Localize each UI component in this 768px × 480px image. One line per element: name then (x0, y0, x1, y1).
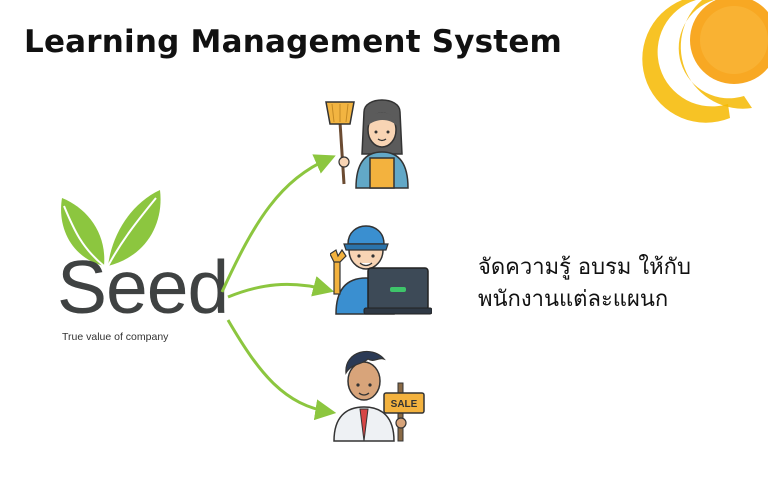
page-title: Learning Management System (24, 24, 563, 60)
description-text: จัดความรู้ อบรม ให้กับ พนักงานแต่ละแผนก (478, 252, 691, 316)
description-line-2: พนักงานแต่ละแผนก (478, 287, 669, 312)
cleaner-woman-icon (325, 99, 409, 189)
arrow-to-salesman (226, 319, 337, 421)
seed-leaves-icon (61, 190, 161, 267)
arrow-to-technician (227, 276, 335, 299)
logo-wordmark: Seed (57, 245, 229, 329)
description-line-1: จัดความรู้ อบรม ให้กับ (478, 255, 691, 280)
logo-tagline: True value of company (62, 331, 169, 343)
sale-sign-text: SALE (391, 399, 418, 410)
salesman-sign-icon: SALE (333, 350, 425, 442)
sun-decoration-icon (642, 0, 768, 123)
arrow-to-cleaner (220, 154, 336, 293)
technician-laptop-icon (330, 225, 432, 315)
